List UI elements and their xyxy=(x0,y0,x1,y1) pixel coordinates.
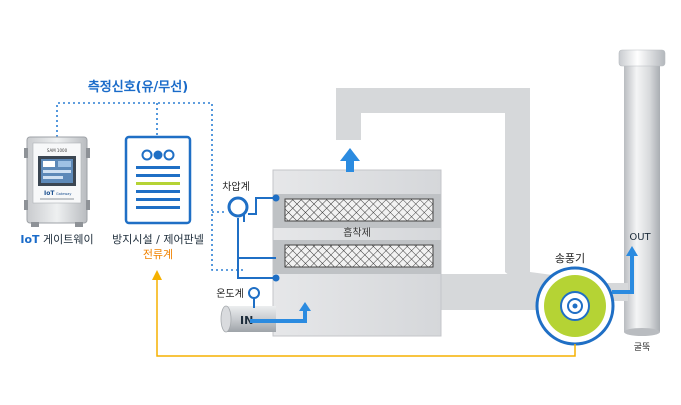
current-line xyxy=(152,270,576,357)
gateway-label-rest: 게이트웨이 xyxy=(40,233,94,246)
pressure-gauge-label: 차압계 xyxy=(222,180,250,193)
fan xyxy=(535,266,615,346)
signal-lines xyxy=(56,102,243,271)
stack-label: 굴뚝 xyxy=(634,342,651,353)
thermometer xyxy=(248,287,260,308)
control-panel xyxy=(124,135,192,225)
iot-gateway-device: SAM 1000 IoT Gateway xyxy=(24,136,90,227)
adsorbent-label: 흡착제 xyxy=(343,226,371,239)
chamber-up-arrow xyxy=(340,148,360,172)
gateway-label: IoT 게이트웨이 xyxy=(20,233,93,246)
pressure-gauge xyxy=(227,194,280,282)
device-brand-sub: Gateway xyxy=(56,192,71,196)
device-brand: IoT xyxy=(44,190,55,197)
inlet-label: IN xyxy=(240,314,253,327)
outlet-label: OUT xyxy=(629,232,651,243)
adsorber-chamber: 흡착제 xyxy=(272,169,442,337)
upper-duct xyxy=(336,88,530,272)
device-model-label: SAM 1000 xyxy=(47,148,68,153)
signal-title: 측정신호(유/무선) xyxy=(88,79,188,95)
gateway-label-prefix: IoT xyxy=(20,233,40,246)
outlet-flow-arrow xyxy=(612,246,638,294)
thermometer-label: 온도계 xyxy=(216,288,244,300)
fan-label: 송풍기 xyxy=(555,252,585,265)
inlet-flow-arrow xyxy=(250,302,311,323)
control-panel-label: 방지시설 / 제어판넬 xyxy=(112,233,204,246)
ammeter-label: 전류계 xyxy=(143,248,173,261)
